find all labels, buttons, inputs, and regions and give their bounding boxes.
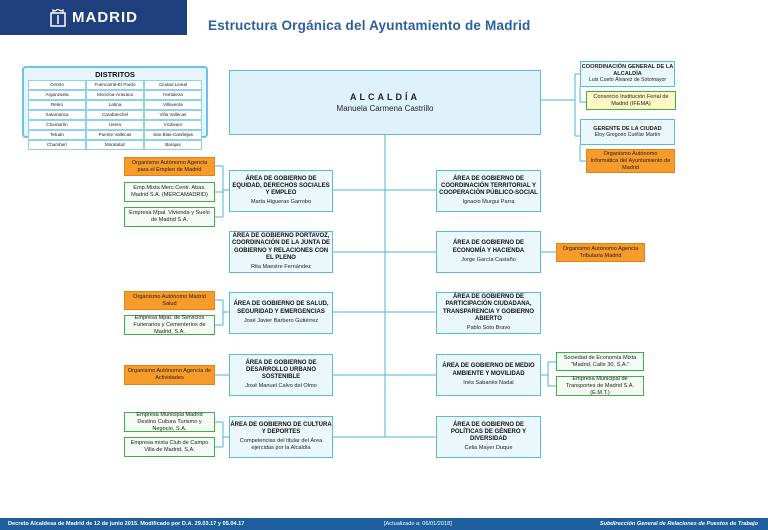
- area-genero-box[interactable]: ÁREA DE GOBIERNO DE MEDIO AMBIENTE Y MOV…: [436, 416, 541, 458]
- distrito-item[interactable]: Usera: [86, 120, 144, 130]
- area-title: ÁREA DE GOBIERNO DE EQUIDAD, DERECHOS SO…: [232, 175, 330, 197]
- footer-bar: Decreto Alcaldesa de Madrid de 12 de jun…: [0, 518, 768, 530]
- footer-subdireccion: Subdirección General de Relaciones de Pu…: [599, 521, 758, 527]
- logo-text: MADRID: [72, 9, 138, 26]
- area-holder: Competencias del titular del Área ejerci…: [239, 438, 323, 452]
- area-holder: Jorge García Castaño: [461, 256, 516, 263]
- page-title: Estructura Orgánica del Ayuntamiento de …: [208, 18, 531, 33]
- area-holder: Celia Mayer Duque: [464, 445, 513, 452]
- area-participacion-box[interactable]: ÁREA DE GOBIERNO DE PARTICIPACIÓN CIUDAD…: [436, 292, 541, 334]
- entity-madrid-destino[interactable]: Empresa Municipal Madrid Destino Cultura…: [124, 412, 215, 432]
- area-holder: Inés Sabanés Nadal: [463, 379, 514, 386]
- area-economia-box[interactable]: ÁREA DE GOBIERNO DE ECONOMÍA Y HACIENDA …: [436, 231, 541, 273]
- area-holder: Ignacio Murgui Parra: [462, 199, 515, 206]
- distrito-item[interactable]: San Blas-Canillejas: [144, 130, 202, 140]
- footer-updated: [Actualizado a: 06/01/2018]: [384, 521, 452, 527]
- gerente-ciudad-box[interactable]: GERENTE DE LA CIUDAD Eloy Gregorio Cuéll…: [580, 119, 675, 145]
- distrito-item[interactable]: Puente Vallecas: [86, 130, 144, 140]
- area-portavoz-box[interactable]: ÁREA DE GOBIERNO PORTAVOZ, COORDINACIÓN …: [229, 231, 333, 273]
- area-holder: Pablo Soto Bravo: [466, 324, 511, 331]
- area-cultura-box[interactable]: ÁREA DE GOBIERNO DE CULTURA Y DEPORTES C…: [229, 416, 333, 458]
- distrito-item[interactable]: Tetuán: [28, 130, 86, 140]
- area-coordinacion-territorial-box[interactable]: ÁREA DE GOBIERNO DE COORDINACIÓN TERRITO…: [436, 170, 541, 212]
- entity-servicios-funerarios[interactable]: Empresa Mpal. de Servicios Funerarios y …: [124, 315, 215, 335]
- area-medio-ambiente-box[interactable]: ÁREA DE GOBIERNO DE MEDIO AMBIENTE Y MOV…: [436, 354, 541, 396]
- area-title: ÁREA DE GOBIERNO DE PARTICIPACIÓN CIUDAD…: [442, 294, 535, 322]
- madrid-logo-bar[interactable]: MADRID: [0, 0, 187, 35]
- area-title: ÁREA DE GOBIERNO DE MEDIO AMBIENTE Y MOV…: [442, 363, 535, 377]
- entity-madrid-salud[interactable]: Organismo Autónomo Madrid Salud: [124, 291, 215, 310]
- area-title: ÁREA DE GOBIERNO DE ECONOMÍA Y HACIENDA: [452, 240, 525, 254]
- distrito-item[interactable]: Salamanca: [28, 110, 86, 120]
- entity-madrid-calle-30[interactable]: Sociedad de Economía Mixta "Madrid, Call…: [556, 352, 644, 371]
- entity-mercamadrid[interactable]: Emp.Mixta Merc.Centr. Abas. Madrid S.A. …: [124, 182, 215, 202]
- distritos-title: DISTRITOS: [95, 70, 135, 79]
- distrito-item[interactable]: Chamartín: [28, 120, 86, 130]
- area-title: ÁREA DE GOBIERNO PORTAVOZ, COORDINACIÓN …: [231, 233, 331, 261]
- area-title: ÁREA DE GOBIERNO DE COORDINACIÓN TERRITO…: [439, 175, 538, 197]
- area-salud-box[interactable]: ÁREA DE GOBIERNO DE SALUD, SEGURIDAD Y E…: [229, 292, 333, 334]
- alcaldia-name: Manuela Carmena Castrillo: [336, 104, 434, 113]
- entity-agencia-empleo[interactable]: Organismo Autónomo Agencia para el Emple…: [124, 157, 215, 176]
- area-title: ÁREA DE GOBIERNO DE POLÍTICAS DE GÉNERO …: [450, 421, 527, 443]
- coordinacion-general-box[interactable]: COORDINACIÓN GENERAL DE LA ALCALDÍA Luis…: [580, 61, 675, 87]
- gerente-title: GERENTE DE LA CIUDAD: [593, 125, 662, 132]
- footer-decree: Decreto Alcaldesa de Madrid de 12 de jun…: [8, 521, 245, 527]
- area-title: ÁREA DE GOBIERNO DE CULTURA Y DEPORTES: [230, 421, 332, 435]
- distrito-item[interactable]: Ciudad Lineal: [144, 80, 202, 90]
- area-title: ÁREA DE GOBIERNO DE DESARROLLO URBANO SO…: [245, 359, 317, 381]
- distrito-item[interactable]: Carabanchel: [86, 110, 144, 120]
- distrito-item[interactable]: Hortaleza: [144, 90, 202, 100]
- alcaldia-box[interactable]: ALCALDÍA Manuela Carmena Castrillo: [229, 70, 541, 135]
- distrito-item[interactable]: Villa Vallecas: [144, 110, 202, 120]
- alcaldia-title: ALCALDÍA: [350, 92, 420, 102]
- distrito-item[interactable]: Centro: [28, 80, 86, 90]
- area-holder: José Javier Barbero Gutiérrez: [243, 317, 319, 324]
- distrito-item[interactable]: Retiro: [28, 100, 86, 110]
- coordinacion-name: Luis Cueto Álvarez de Sotomayor: [588, 77, 667, 84]
- entity-emt[interactable]: Empresa Municipal de Transportes de Madr…: [556, 376, 644, 396]
- distrito-item[interactable]: Moncloa-Aravaca: [86, 90, 144, 100]
- area-title: ÁREA DE GOBIERNO DE SALUD, SEGURIDAD Y E…: [233, 301, 329, 315]
- distrito-item[interactable]: Fuencarral-El Pardo: [86, 80, 144, 90]
- distrito-item[interactable]: Villaverde: [144, 100, 202, 110]
- area-desarrollo-urbano-box[interactable]: ÁREA DE GOBIERNO DE DESARROLLO URBANO SO…: [229, 354, 333, 396]
- distrito-item[interactable]: Chamberí: [28, 140, 86, 150]
- entity-agencia-tributaria[interactable]: Organismo Autónomo Agencia Tributaria Ma…: [556, 243, 645, 262]
- informatica-organismo-box[interactable]: Organismo Autónomo Informática del Ayunt…: [586, 149, 675, 173]
- gerente-name: Eloy Gregorio Cuéllar Martín: [594, 132, 661, 138]
- distrito-item[interactable]: Moratalaz: [86, 140, 144, 150]
- coordinacion-title: COORDINACIÓN GENERAL DE LA ALCALDÍA: [581, 64, 674, 77]
- madrid-crest-icon: [50, 8, 66, 27]
- area-equidad-box[interactable]: ÁREA DE GOBIERNO DE EQUIDAD, DERECHOS SO…: [229, 170, 333, 212]
- consorcio-ifema-box[interactable]: Consorcio Institución Ferial de Madrid (…: [586, 91, 676, 110]
- distrito-item[interactable]: Vicálvaro: [144, 120, 202, 130]
- entity-vivienda-suelo[interactable]: Empresa Mpal. Vivienda y Suelo de Madrid…: [124, 207, 215, 227]
- distrito-item[interactable]: Latina: [86, 100, 144, 110]
- entity-club-campo[interactable]: Empresa mixta Club de Campo Villa de Mad…: [124, 437, 215, 457]
- entity-agencia-actividades[interactable]: Organismo Autónomo Agencia de Actividade…: [124, 365, 215, 385]
- area-holder: José Manuel Calvo del Olmo: [245, 383, 317, 390]
- distrito-item[interactable]: Barajas: [144, 140, 202, 150]
- area-holder: Rita Maestre Fernández: [250, 263, 311, 270]
- distrito-item[interactable]: Arganzuela: [28, 90, 86, 100]
- area-holder: Marta Higueras Garrobo: [250, 199, 312, 206]
